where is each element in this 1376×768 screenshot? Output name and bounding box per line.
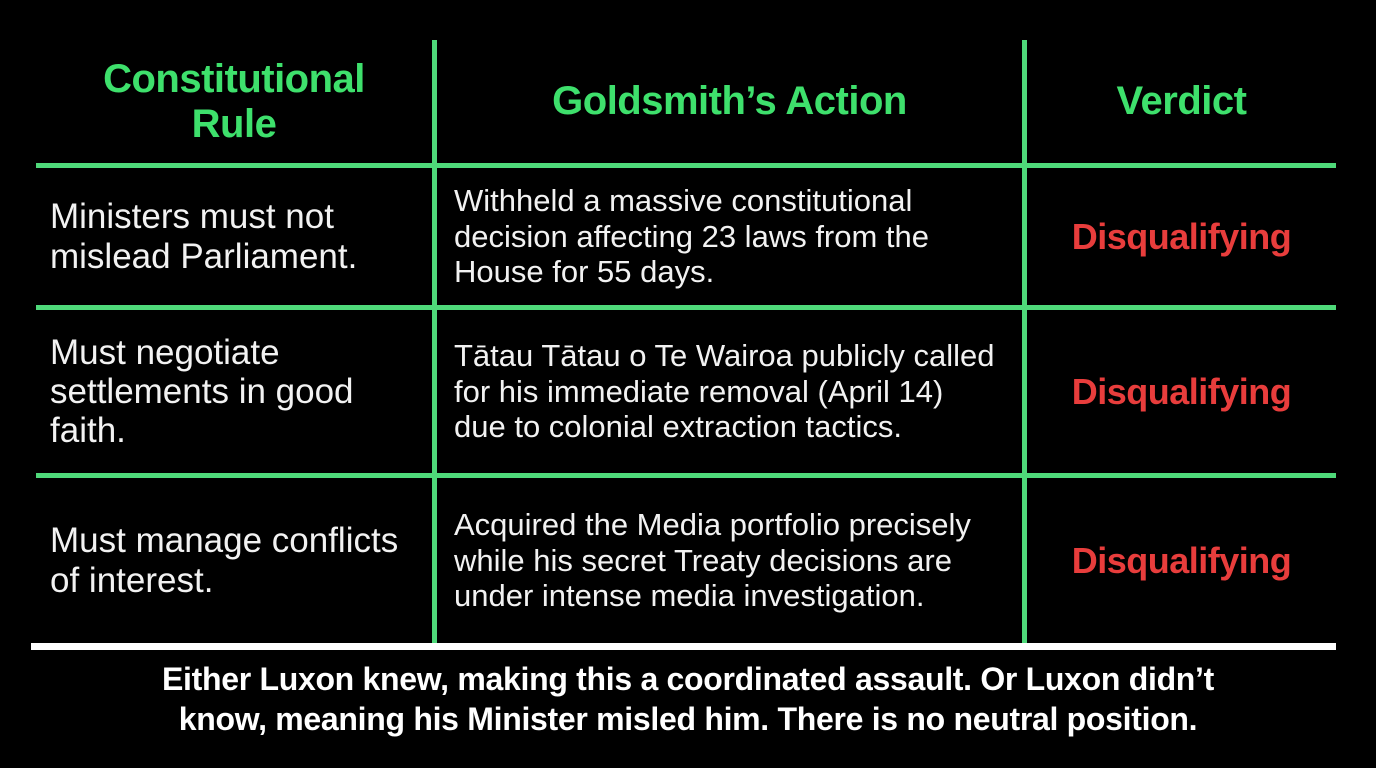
conclusion-statement: Either Luxon knew, making this a coordin…	[161, 661, 1215, 737]
table-row-2-verdict: Disqualifying	[1022, 310, 1336, 478]
table-row-3-verdict: Disqualifying	[1022, 478, 1336, 643]
footer-separator-rule	[31, 643, 1336, 650]
table-row-1-verdict: Disqualifying	[1022, 168, 1336, 310]
header-goldsmiths-action: Goldsmith’s Action	[432, 40, 1022, 168]
table-row-1-action: Withheld a massive constitutional decisi…	[432, 168, 1022, 310]
header-constitutional-rule: Constitutional Rule	[36, 40, 432, 168]
table-row-2-rule: Must negotiate settlements in good faith…	[36, 310, 432, 478]
header-verdict: Verdict	[1022, 40, 1336, 168]
comparison-table: Constitutional Rule Goldsmith’s Action V…	[36, 40, 1336, 643]
table-row-1-rule: Ministers must not mislead Parliament.	[36, 168, 432, 310]
table-row-3-rule: Must manage conflicts of interest.	[50, 521, 399, 600]
table-row-3-action: Acquired the Media portfolio precisely w…	[432, 478, 1022, 643]
table-row-2-action: Tātau Tātau o Te Wairoa publicly called …	[432, 310, 1022, 478]
